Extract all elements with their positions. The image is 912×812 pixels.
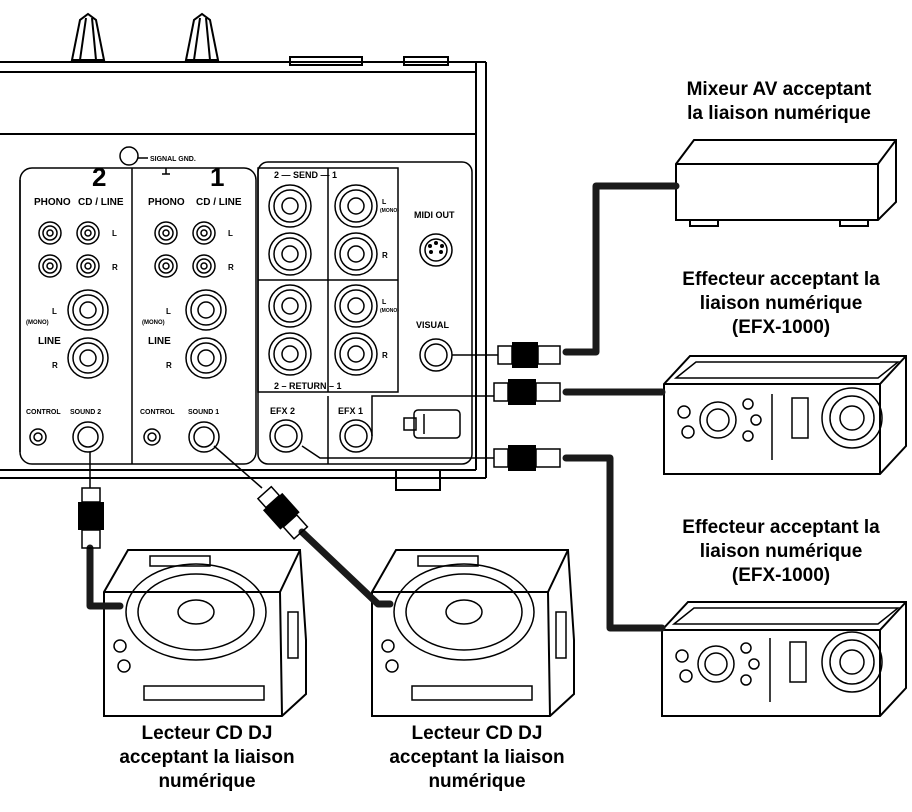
panel-L-label: L bbox=[52, 307, 57, 316]
panel-mono-label: (MONO) bbox=[380, 208, 399, 214]
signal-gnd-label: SIGNAL GND. bbox=[150, 156, 196, 163]
input-panel: SIGNAL GND. 2 1 PHONO CD / LINE L R L (M… bbox=[19, 146, 257, 465]
ch1-control-label: CONTROL bbox=[140, 409, 175, 416]
cd-player-left-label: Lecteur CD DJ acceptant la liaison numér… bbox=[92, 722, 322, 793]
send-label: 2 — SEND — 1 bbox=[274, 170, 337, 180]
panel-R-label: R bbox=[228, 263, 234, 272]
panel-R-label: R bbox=[112, 263, 118, 272]
panel-mono-label: (MONO) bbox=[26, 320, 49, 326]
effector-bottom-label: Effecteur acceptant la liaison numérique… bbox=[650, 516, 912, 587]
ch1-line-label: LINE bbox=[148, 336, 171, 347]
ch2-line-label: LINE bbox=[38, 336, 61, 347]
panel-L-label: L bbox=[382, 299, 387, 306]
panel-R-label: R bbox=[382, 351, 388, 360]
cd-player-right-label: Lecteur CD DJ acceptant la liaison numér… bbox=[362, 722, 592, 793]
cd-player-left-device bbox=[103, 549, 307, 717]
ch2-cd-line-label: CD / LINE bbox=[78, 197, 124, 208]
av-mixer-label-line-1: Mixeur AV acceptant bbox=[686, 79, 872, 100]
effector-top-label-line-2: liaison numérique bbox=[699, 292, 863, 314]
panel-R-label: R bbox=[52, 361, 58, 370]
panel-R-label: R bbox=[166, 361, 172, 370]
ch2-control-label: CONTROL bbox=[26, 409, 61, 416]
effector-bottom-label-line-2: liaison numérique bbox=[699, 540, 863, 562]
visual-label: VISUAL bbox=[416, 320, 450, 330]
av-mixer-device bbox=[675, 139, 897, 227]
panel-L-label: L bbox=[112, 229, 117, 238]
panel-L-label: L bbox=[382, 199, 387, 206]
cables bbox=[86, 182, 680, 632]
cd-player-left-label-line-3: numérique bbox=[158, 770, 256, 792]
effects-panel: 2 — SEND — 1 2 – RETURN – 1 L (MONO) R L… bbox=[257, 161, 473, 465]
effector-top-label-line-3: (EFX-1000) bbox=[731, 316, 831, 338]
effector-bottom-label-line-3: (EFX-1000) bbox=[731, 564, 831, 586]
midi-out-label: MIDI OUT bbox=[414, 210, 455, 220]
cd-player-left-label-line-2: acceptant la liaison bbox=[119, 746, 295, 768]
mixer-body bbox=[0, 61, 487, 491]
efx1-label: EFX 1 bbox=[338, 406, 363, 416]
return-label: 2 – RETURN – 1 bbox=[274, 381, 342, 391]
ch1-phono-label: PHONO bbox=[148, 197, 185, 208]
panel-mono-label: (MONO) bbox=[380, 308, 399, 314]
channel-1-number: 1 bbox=[210, 162, 224, 192]
effector-bottom-label-line-1: Effecteur acceptant la bbox=[682, 517, 880, 538]
panel-R-label: R bbox=[382, 251, 388, 260]
effector-top-label-line-1: Effecteur acceptant la bbox=[682, 269, 880, 290]
efx2-label: EFX 2 bbox=[270, 406, 295, 416]
cd-player-right-label-line-1: Lecteur CD DJ bbox=[411, 723, 543, 744]
av-mixer-label: Mixeur AV acceptant la liaison numérique bbox=[648, 78, 910, 126]
mixer-knobs bbox=[70, 12, 449, 66]
sound1-label: SOUND 1 bbox=[188, 409, 219, 416]
ch2-phono-label: PHONO bbox=[34, 197, 71, 208]
cd-player-right-device bbox=[371, 549, 575, 717]
sound2-label: SOUND 2 bbox=[70, 409, 101, 416]
cd-player-right-label-line-3: numérique bbox=[428, 770, 526, 792]
effector-top-device bbox=[663, 355, 907, 475]
plugs bbox=[78, 342, 561, 549]
panel-L-label: L bbox=[166, 307, 171, 316]
av-mixer-label-line-2: la liaison numérique bbox=[687, 102, 871, 124]
channel-2-number: 2 bbox=[92, 162, 106, 192]
cd-player-right-label-line-2: acceptant la liaison bbox=[389, 746, 565, 768]
panel-L-label: L bbox=[228, 229, 233, 238]
ch1-cd-line-label: CD / LINE bbox=[196, 197, 242, 208]
panel-mono-label: (MONO) bbox=[142, 320, 165, 326]
cd-player-left-label-line-1: Lecteur CD DJ bbox=[141, 723, 273, 744]
effector-top-label: Effecteur acceptant la liaison numérique… bbox=[650, 268, 912, 339]
effector-bottom-device bbox=[661, 601, 907, 717]
